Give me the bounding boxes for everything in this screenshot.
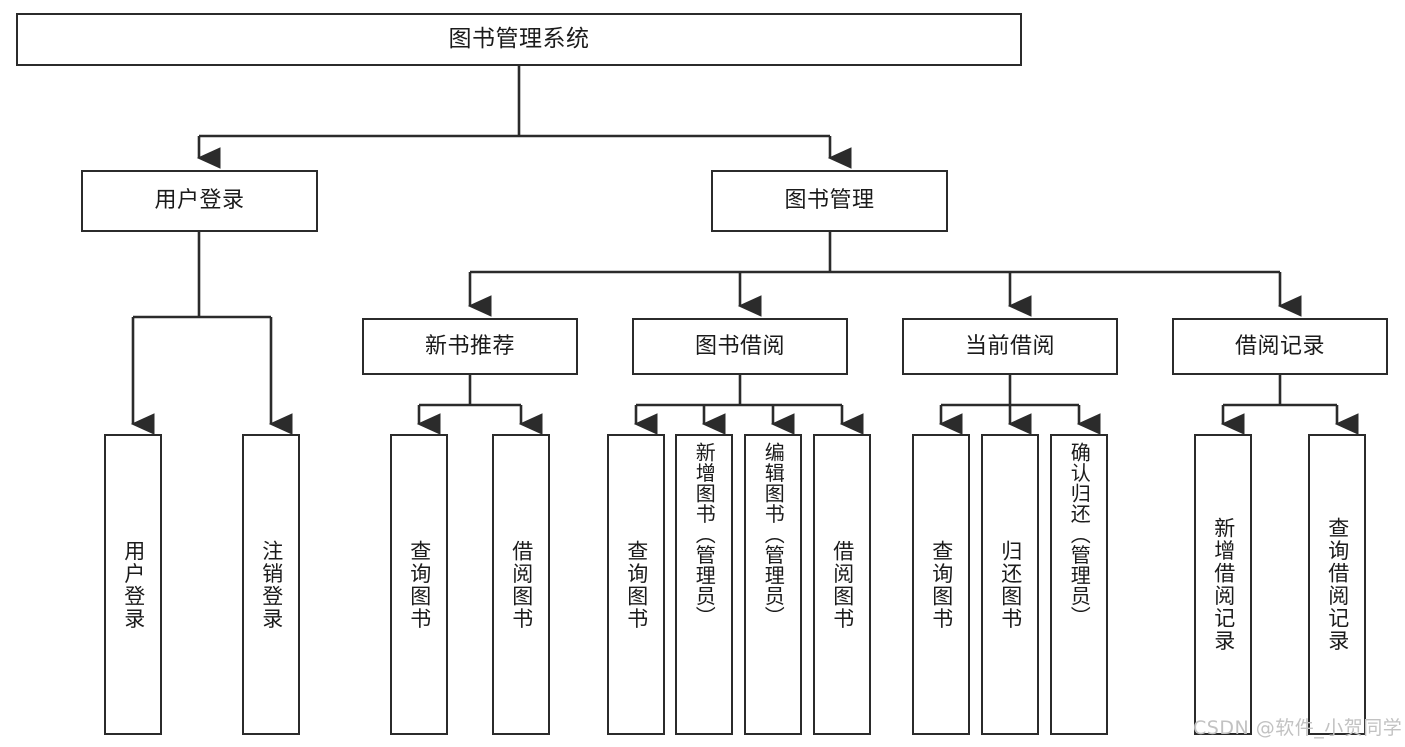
node-leaf-query-borrow-record[interactable]: 查询借阅记录 bbox=[1308, 434, 1366, 735]
node-label: 归还图书 bbox=[998, 539, 1023, 630]
csdn-watermark: CSDN @软件_小贺同学 bbox=[1193, 717, 1403, 739]
node-leaf-user-logout[interactable]: 注销登录 bbox=[242, 434, 300, 735]
node-label: 借阅图书 bbox=[509, 539, 534, 630]
node-label: 借阅图书 bbox=[830, 539, 855, 630]
node-label: 用户登录 bbox=[154, 188, 245, 214]
node-label: 新增借阅记录 bbox=[1211, 517, 1236, 652]
node-leaf-query-book-borrow[interactable]: 查询图书 bbox=[607, 434, 665, 735]
node-label: 编辑图书（管理员） bbox=[761, 442, 786, 627]
node-leaf-add-borrow-record[interactable]: 新增借阅记录 bbox=[1194, 434, 1252, 735]
node-borrow-record[interactable]: 借阅记录 bbox=[1172, 318, 1388, 375]
node-book-management[interactable]: 图书管理 bbox=[711, 170, 948, 232]
node-leaf-confirm-return-admin[interactable]: 确认归还（管理员） bbox=[1050, 434, 1108, 735]
node-leaf-query-book-current[interactable]: 查询图书 bbox=[912, 434, 970, 735]
node-label: 查询借阅记录 bbox=[1325, 517, 1350, 652]
node-label: 图书管理系统 bbox=[448, 25, 590, 52]
node-label: 当前借阅 bbox=[964, 333, 1055, 359]
node-book-borrow[interactable]: 图书借阅 bbox=[632, 318, 848, 375]
node-current-borrow[interactable]: 当前借阅 bbox=[902, 318, 1118, 375]
node-label: 新增图书（管理员） bbox=[692, 442, 717, 627]
node-label: 图书借阅 bbox=[694, 333, 785, 359]
node-label: 查询图书 bbox=[624, 539, 649, 630]
node-label: 查询图书 bbox=[407, 539, 432, 630]
node-label: 查询图书 bbox=[929, 539, 954, 630]
node-label: 注销登录 bbox=[259, 539, 284, 630]
node-label: 借阅记录 bbox=[1234, 333, 1325, 359]
node-user-login[interactable]: 用户登录 bbox=[81, 170, 318, 232]
node-leaf-user-login[interactable]: 用户登录 bbox=[104, 434, 162, 735]
node-label: 确认归还（管理员） bbox=[1067, 442, 1092, 627]
node-leaf-return-book[interactable]: 归还图书 bbox=[981, 434, 1039, 735]
node-leaf-add-book-admin[interactable]: 新增图书（管理员） bbox=[675, 434, 733, 735]
node-label: 用户登录 bbox=[121, 539, 146, 630]
node-label: 新书推荐 bbox=[424, 333, 515, 359]
node-leaf-query-book-recommend[interactable]: 查询图书 bbox=[390, 434, 448, 735]
node-label: 图书管理 bbox=[784, 188, 875, 214]
node-leaf-borrow-book[interactable]: 借阅图书 bbox=[813, 434, 871, 735]
node-leaf-edit-book-admin[interactable]: 编辑图书（管理员） bbox=[744, 434, 802, 735]
node-root-book-management-system[interactable]: 图书管理系统 bbox=[16, 13, 1022, 66]
node-leaf-borrow-book-recommend[interactable]: 借阅图书 bbox=[492, 434, 550, 735]
node-new-book-recommend[interactable]: 新书推荐 bbox=[362, 318, 578, 375]
